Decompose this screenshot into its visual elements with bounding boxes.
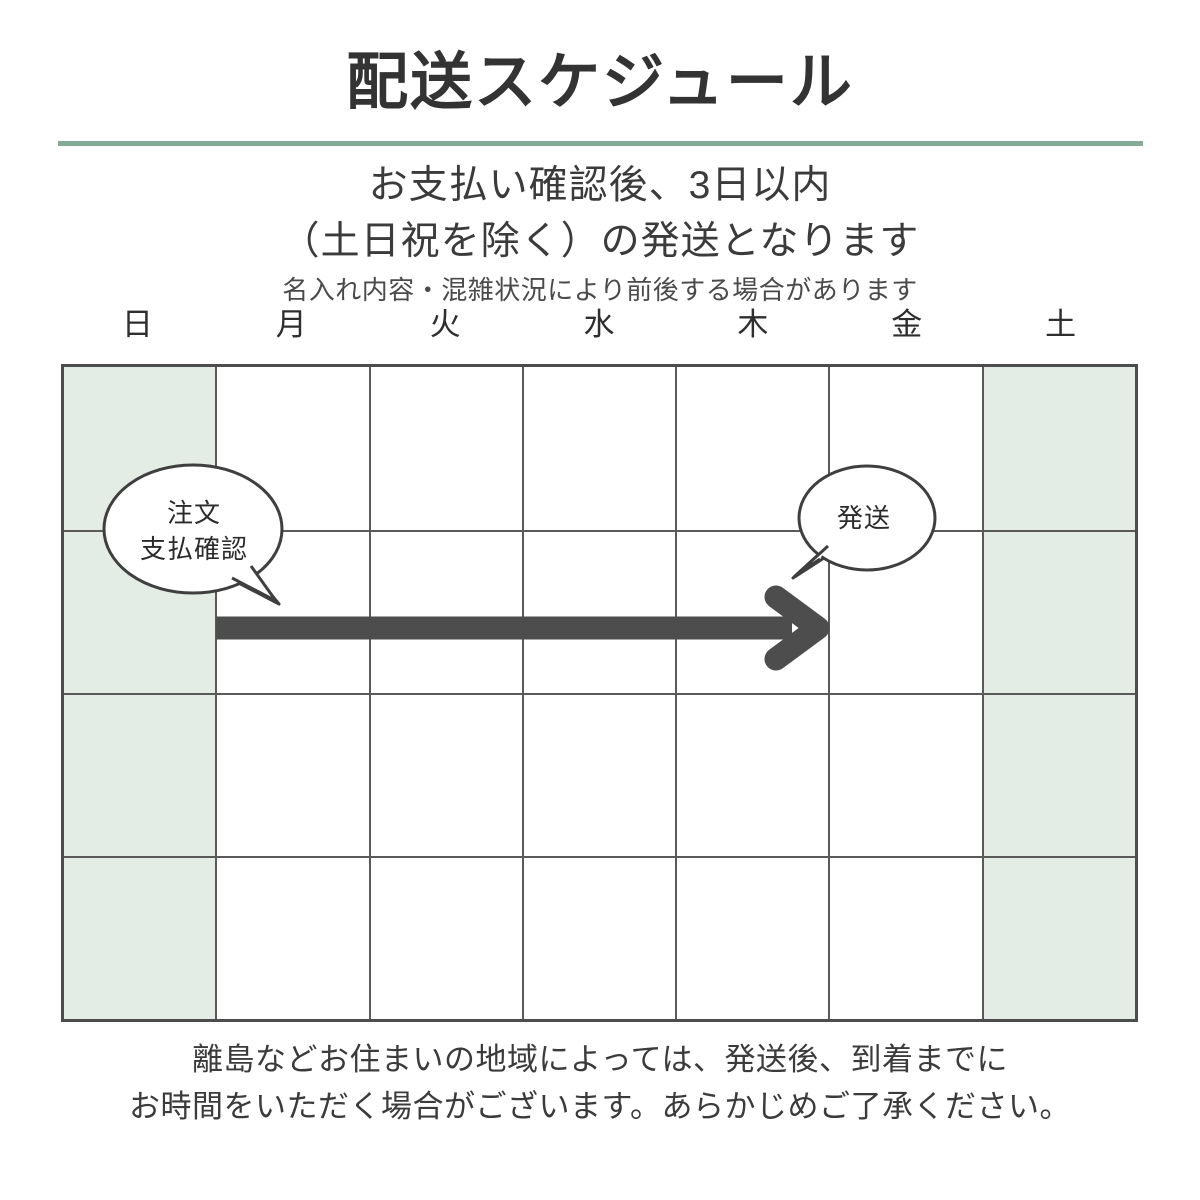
subtitle-line-1: お支払い確認後、3日以内 (368, 164, 832, 207)
footer-line-2: お時間をいただく場合がございます。あらかじめご了承ください。 (129, 1089, 1071, 1124)
calendar-cell-sat (981, 695, 1135, 856)
calendar-cell-sat (981, 367, 1135, 530)
calendar-cell-wed (521, 532, 676, 693)
callout-shipping-text: 発送 (790, 462, 938, 582)
calendar-cell-mon (215, 695, 369, 856)
weekday-label-thu: 木 (737, 307, 770, 342)
calendar-cell-wed (521, 367, 676, 530)
subtitle-block: お支払い確認後、3日以内 （土日祝を除く）の発送となります 名入れ内容・混雑状況… (0, 158, 1200, 310)
weekday-label-wed: 水 (583, 307, 616, 342)
weekday-label-sun: 日 (121, 307, 154, 342)
calendar-cell-tue (368, 858, 522, 1019)
weekday-label-mon: 月 (275, 307, 308, 342)
callout-bubble-order: 注文 支払確認 (101, 461, 287, 607)
speech-bubble-icon (102, 463, 284, 606)
calendar-cell-thu (675, 695, 829, 856)
callout-order-text: 注文 支払確認 (101, 461, 287, 607)
footer-line-1: 離島などお住まいの地域によっては、発送後、到着までに (192, 1042, 1008, 1077)
callout-order-line-1: 注文 (166, 498, 221, 528)
calendar-cell-sun (64, 858, 216, 1019)
calendar-cell-wed (521, 858, 676, 1019)
calendar-cell-sat (981, 532, 1135, 693)
callout-order-line-2: 支払確認 (139, 534, 248, 564)
calendar-cell-tue (368, 695, 522, 856)
calendar-cell-tue (368, 532, 522, 693)
calendar-week-row (64, 856, 1135, 1019)
page-title: 配送スケジュール (346, 48, 854, 117)
calendar-cell-wed (521, 695, 676, 856)
calendar-cell-sat (981, 858, 1135, 1019)
speech-bubble-icon (791, 464, 937, 580)
calendar-week-row (64, 530, 1135, 693)
callout-bubble-shipping: 発送 (790, 462, 938, 582)
weekday-label-sat: 土 (1045, 307, 1078, 342)
calendar-cell-sun (64, 695, 216, 856)
weekday-header-row: 日 月 火 水 木 金 土 (61, 302, 1138, 348)
footer-note: 離島などお住まいの地域によっては、発送後、到着までに お時間をいただく場合がござ… (0, 1036, 1200, 1130)
calendar-cell-thu (675, 858, 829, 1019)
calendar-cell-tue (368, 367, 522, 530)
subtitle-note: 名入れ内容・混雑状況により前後する場合があります (282, 275, 918, 305)
title-divider (58, 141, 1143, 146)
weekday-label-fri: 金 (891, 307, 924, 342)
callout-shipping-line-1: 発送 (836, 503, 891, 533)
calendar-week-row (64, 693, 1135, 856)
calendar-cell-fri (828, 695, 982, 856)
subtitle-line-2: （土日祝を除く）の発送となります (280, 220, 920, 263)
calendar-cell-mon (215, 858, 369, 1019)
weekday-label-tue: 火 (429, 307, 462, 342)
calendar-cell-fri (828, 858, 982, 1019)
